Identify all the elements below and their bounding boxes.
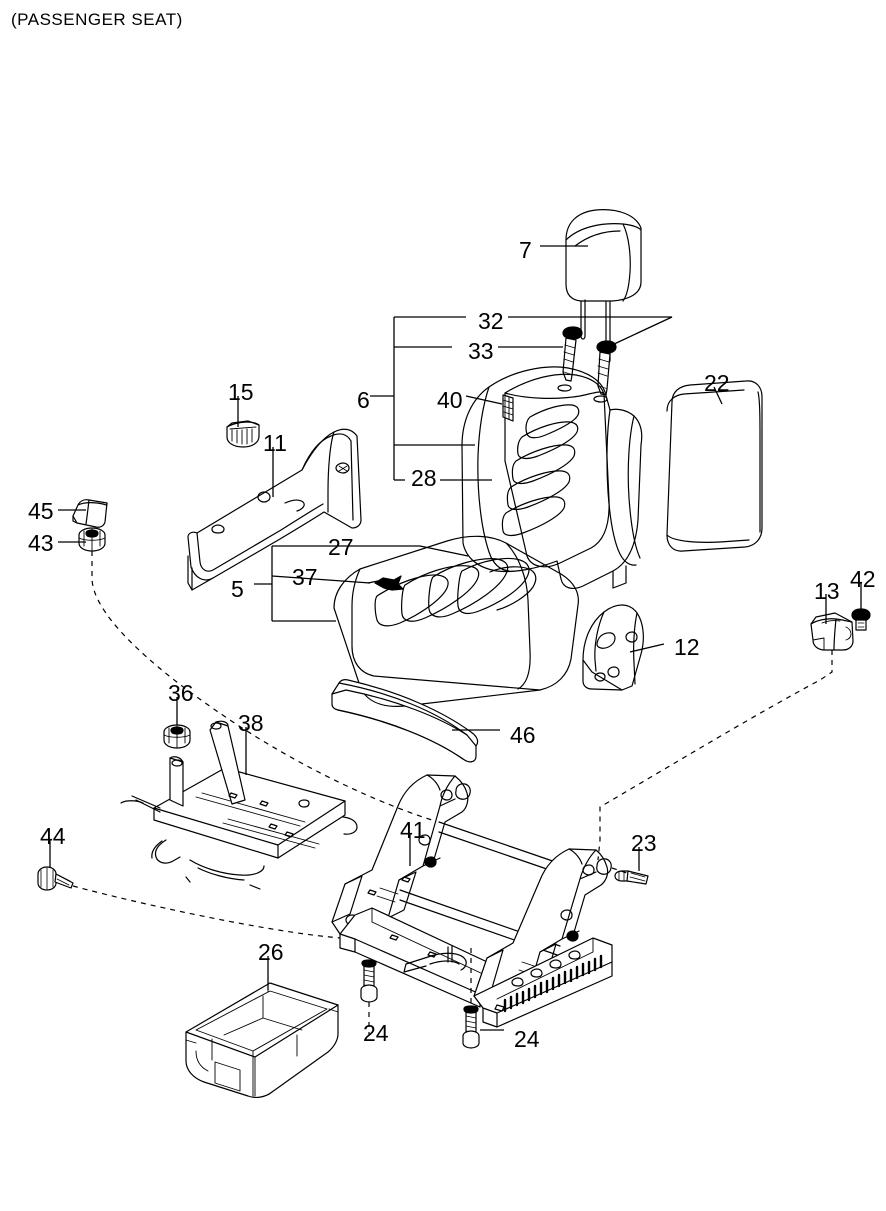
callout-15[interactable]: 15 [228,379,254,405]
callout-38[interactable]: 38 [238,710,264,736]
leader-40 [465,395,503,405]
callout-24-front[interactable]: 24 [363,1020,389,1046]
seat-pan-frame-part [120,720,358,890]
track-mounting-bolt-front-part [360,959,378,1003]
track-bolt-part [614,870,649,885]
seatback-part [461,366,643,589]
assembly-dashed-lines [72,551,833,1036]
callout-36[interactable]: 36 [168,680,194,706]
trim-clip-part [226,420,260,448]
callout-22[interactable]: 22 [704,370,730,396]
page-title: (PASSENGER SEAT) [11,10,183,29]
pan-nut-part [163,724,191,749]
callout-45[interactable]: 45 [28,498,54,524]
callout-40[interactable]: 40 [437,387,463,413]
callout-11[interactable]: 11 [263,430,287,456]
leader-lines [49,245,862,1031]
callout-42[interactable]: 42 [850,566,876,592]
callout-46[interactable]: 46 [510,722,536,748]
dash-23 [611,867,631,875]
callout-37[interactable]: 37 [292,564,318,590]
callout-44[interactable]: 44 [40,823,66,849]
callout-33[interactable]: 33 [468,338,494,364]
dash-43-to-track [91,551,437,823]
track-mounting-bolt-rear-part [462,1005,480,1049]
callout-6[interactable]: 6 [357,387,370,413]
callout-26[interactable]: 26 [258,939,284,965]
leader-32 [508,316,673,346]
callout-23[interactable]: 23 [631,830,657,856]
leader-12 [629,643,665,653]
callout-5[interactable]: 5 [231,576,244,602]
headrest-bolts-part [562,326,617,396]
seat-cushion-part [333,535,579,707]
anchor-cap-part [72,499,108,528]
callout-32[interactable]: 32 [478,308,504,334]
anchor-bolt-part [851,608,871,631]
seatback-rear-panel-part [666,380,763,552]
callout-13[interactable]: 13 [814,578,840,604]
seat-belt-buckle-anchor-part [810,612,854,651]
leader-37 [271,575,371,584]
callout-27[interactable]: 27 [328,534,354,560]
dash-44-to-track [72,885,341,939]
leader-27 [272,545,469,557]
callout-7[interactable]: 7 [519,237,532,263]
flange-nut-part [78,527,106,552]
side-trim-panel-part [187,428,362,591]
leader-22 [713,386,723,405]
headrest-part [565,209,642,364]
callout-28[interactable]: 28 [411,465,437,491]
recliner-hinge-bracket-part [582,604,644,691]
seat-track-assembly-part [331,774,613,1028]
pan-mounting-bolt-part [37,866,74,891]
cushion-front-trim-part [331,679,479,763]
callout-12[interactable]: 12 [674,634,700,660]
callout-43[interactable]: 43 [28,530,54,556]
under-seat-storage-tray-part [185,982,339,1098]
dash-13-to-track [597,650,833,861]
callout-24-rear[interactable]: 24 [514,1026,540,1052]
callout-41[interactable]: 41 [400,817,426,843]
